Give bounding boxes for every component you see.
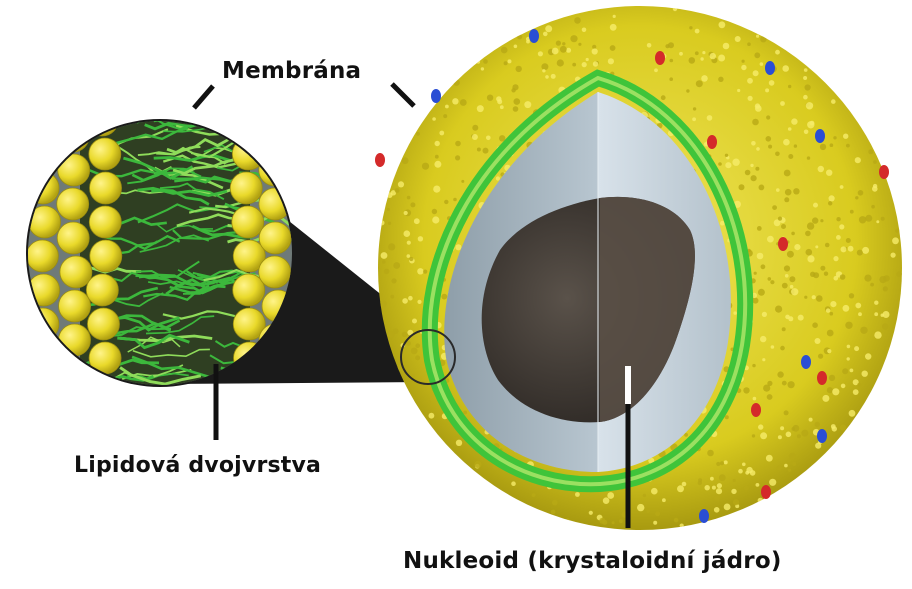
surface-protein <box>699 509 709 523</box>
membrane-label: Membrána <box>222 58 361 84</box>
surface-protein <box>707 135 717 149</box>
lipid-bilayer-label: Lipidová dvojvrstva <box>74 453 321 478</box>
surface-protein <box>801 355 811 369</box>
surface-protein <box>817 371 827 385</box>
surface-protein <box>431 89 441 103</box>
surface-protein <box>765 61 775 75</box>
surface-protein <box>778 237 788 251</box>
surface-protein <box>879 165 889 179</box>
surface-protein <box>751 403 761 417</box>
surface-protein <box>815 129 825 143</box>
surface-protein <box>761 485 771 499</box>
surface-protein <box>817 429 827 443</box>
surface-protein <box>375 153 385 167</box>
surface-protein <box>529 29 539 43</box>
membrane-leader-left <box>194 86 213 108</box>
surface-protein <box>655 51 665 65</box>
nucleoid-label: Nukleoid (krystaloidní jádro) <box>403 548 782 574</box>
membrane-leader-right <box>392 84 414 106</box>
virion <box>375 6 902 530</box>
